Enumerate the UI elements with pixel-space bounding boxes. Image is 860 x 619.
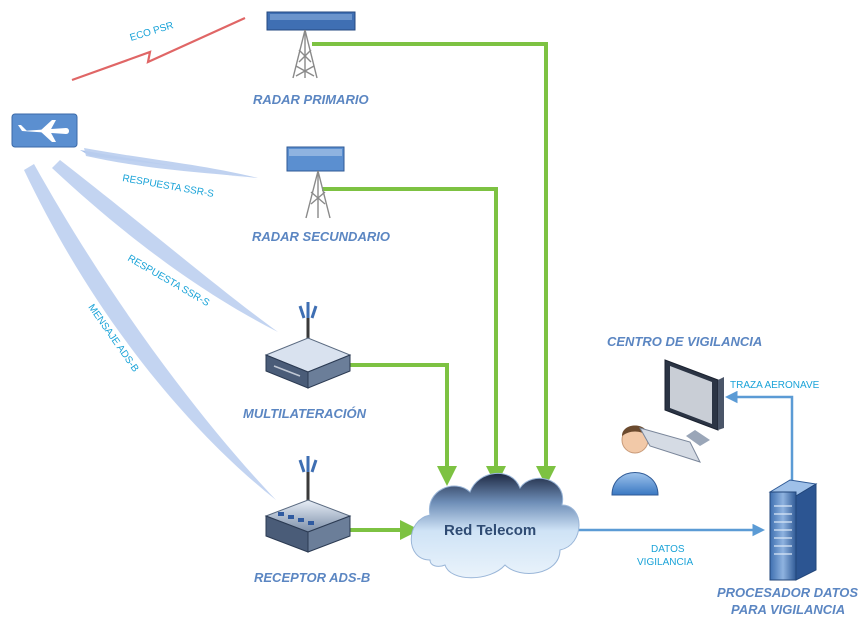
network-links xyxy=(312,42,556,540)
red-telecom-cloud xyxy=(410,473,580,579)
aircraft-icon xyxy=(11,113,78,148)
receptor-adsb-label: RECEPTOR ADS-B xyxy=(254,570,370,585)
monitor-icon xyxy=(638,359,724,463)
multilateracion-icon xyxy=(264,302,352,389)
beam-adsb-shape xyxy=(24,164,276,500)
link-radar-primario xyxy=(312,42,556,486)
beam-ssr-1-shape xyxy=(84,148,258,178)
radar-primario-label: RADAR PRIMARIO xyxy=(253,92,369,107)
link-traza-aeronave xyxy=(725,390,794,480)
radar-primario-icon xyxy=(266,11,356,79)
procesador-label-line1: PROCESADOR DATOS xyxy=(717,585,858,600)
traza-aeronave-label: TRAZA AERONAVE xyxy=(730,380,820,391)
red-telecom-label: Red Telecom xyxy=(444,522,536,539)
person-icon xyxy=(611,425,659,496)
centro-vigilancia-label: CENTRO DE VIGILANCIA xyxy=(607,334,762,349)
radio-beams xyxy=(24,16,278,500)
eco-psr-label: ECO PSR xyxy=(129,20,175,44)
beam-ssr-2-shape xyxy=(52,160,278,332)
multilateracion-label: MULTILATERACIÓN xyxy=(243,406,367,421)
procesador-label-line2: PARA VIGILANCIA xyxy=(731,602,845,617)
beam-psr xyxy=(71,16,246,82)
datos-label-line2: VIGILANCIA xyxy=(637,557,693,568)
data-links xyxy=(573,390,794,537)
link-multilateracion xyxy=(345,363,457,486)
server-icon xyxy=(768,479,818,581)
radar-secundario-label: RADAR SECUNDARIO xyxy=(252,229,390,244)
radar-secundario-icon xyxy=(286,146,345,219)
link-radar-secundario xyxy=(322,187,506,486)
respuesta-ssr-1-label: RESPUESTA SSR-S xyxy=(121,173,214,200)
datos-label-line1: DATOS xyxy=(651,544,685,555)
receptor-adsb-icon xyxy=(264,456,352,553)
